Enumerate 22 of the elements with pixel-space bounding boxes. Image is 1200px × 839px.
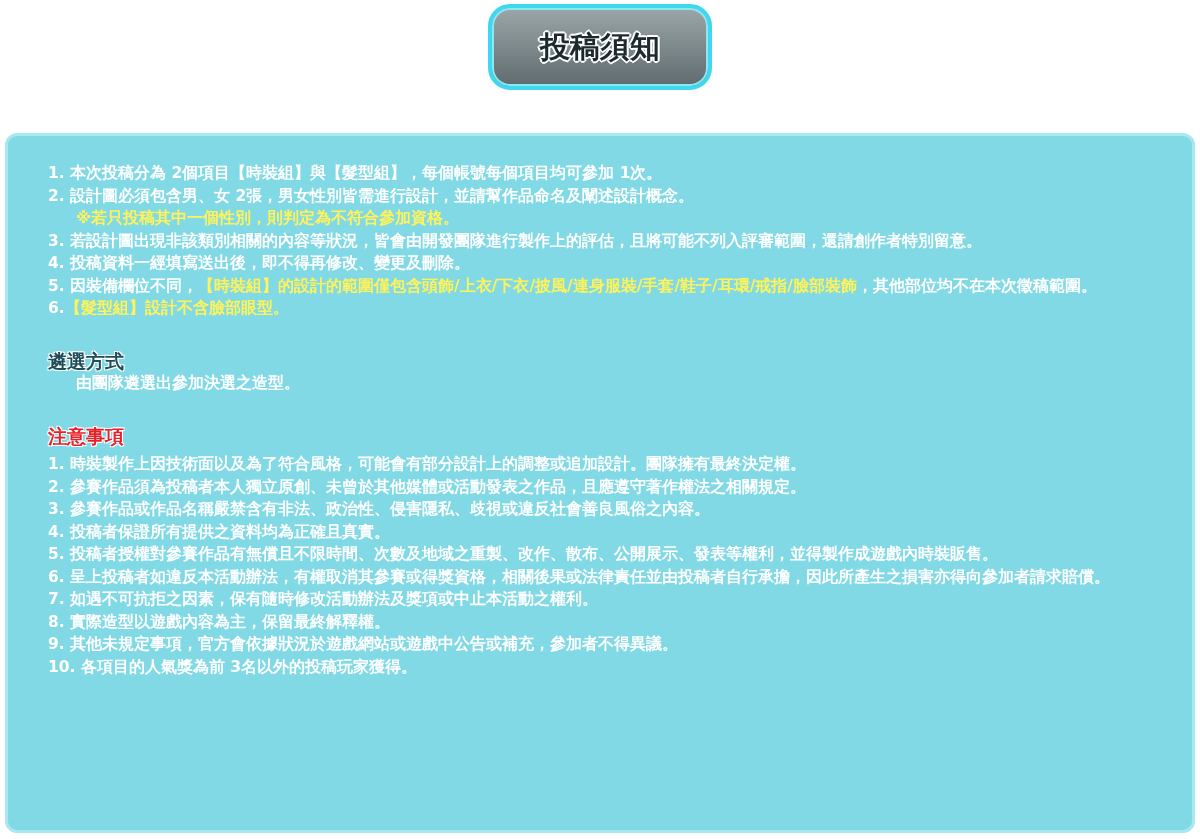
title-badge: 投稿須知 [488,4,712,90]
rule-text: 6. 呈上投稿者如違反本活動辦法，有權取消其參賽或得獎資格，相關後果或法律責任並由投稿者自行承擔，因此所產生之損害亦得向參加者請求賠償。 [48,566,1112,588]
rule-text: 3. 參賽作品或作品名稱嚴禁含有非法、政治性、侵害隱私、歧視或違反社會善良風俗之內容。 [48,499,712,520]
rule-text: 6.【髮型組】設計不含臉部眼型。 [48,298,290,319]
section-heading: 遴選方式 [48,349,125,372]
rule-text: 5. 因裝備欄位不同，【時裝組】的設計的範圍僅包含頭飾/上衣/下衣/披風/連身服裝/手套/鞋子/耳環/戒指/臉部裝飾，其他部位均不在本次徵稿範圍。 [48,275,1099,297]
body-text: 由團隊遴選出參加決選之造型。 [75,373,301,394]
rule-text: 1. 時裝製作上因技術面以及為了符合風格，可能會有部分設計上的調整或追加設計。團隊擁有最終決定權。 [48,454,808,475]
rule-text: 8. 實際造型以遊戲內容為主，保留最終解釋權。 [48,611,392,633]
rule-text: 3. 若設計圖出現非該類別相關的內容等狀況，皆會由開發團隊進行製作上的評估，且將可能不列入評審範圍，還請創作者特別留意。 [48,230,984,252]
note-text: ※若只投稿其中一個性別，則判定為不符合參加資格。 [75,208,461,229]
rule-text: 2. 設計圖必須包含男、女 2張，男女性別皆需進行設計，並請幫作品命名及闡述設計概念。 [48,185,696,207]
rule-text: 2. 參賽作品須為投稿者本人獨立原創、未曾於其他媒體或活動發表之作品，且應遵守著作權法之相關規定。 [48,476,808,498]
rule-text: 10. 各項目的人氣獎為前 3名以外的投稿玩家獲得。 [48,656,419,678]
rule-text: 7. 如遇不可抗拒之因素，保有隨時修改活動辦法及獎項或中止本活動之權利。 [48,589,600,610]
rule-text: 4. 投稿資料一經填寫送出後，即不得再修改、變更及刪除。 [48,253,472,274]
section-heading: 注意事項 [48,424,125,447]
rule-text: 1. 本次投稿分為 2個項目【時裝組】與【髮型組】，每個帳號每個項目均可參加 1次。 [48,163,664,184]
rule-text: 5. 投稿者授權對參賽作品有無償且不限時間、次數及地域之重製、改作、散布、公開展示、發表等權利，並得製作成遊戲內時裝販售。 [48,544,1000,565]
rule-text: 4. 投稿者保證所有提供之資料均為正確且真實。 [48,521,392,543]
rule-text: 9. 其他未規定事項，官方會依據狀況於遊戲網站或遊戲中公告或補充，參加者不得異議。 [48,634,680,655]
notice-panel [5,133,1195,833]
